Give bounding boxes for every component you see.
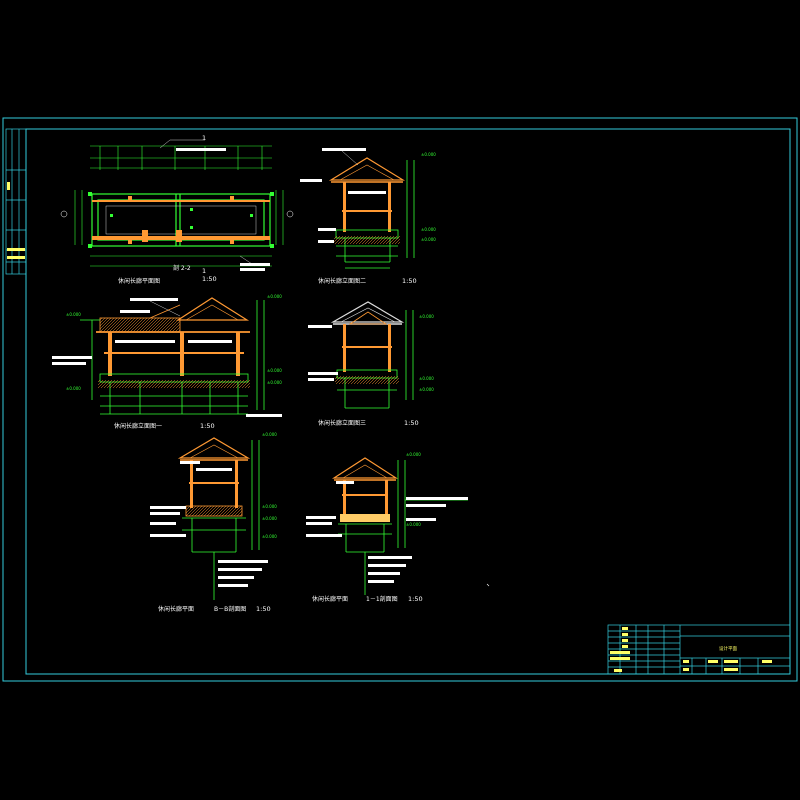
- elev-a-level-top: ±0.000: [421, 152, 436, 157]
- plan-caption: 休闲长廊平面图: [118, 277, 160, 285]
- title-block: 设计平面: [607, 624, 791, 675]
- elevation-c: ±0.000 ±0.000 ±0.000 休闲长廊立面图三 1:50: [308, 301, 434, 427]
- elev-b-level-mid: ±0.000: [267, 368, 282, 373]
- sect-a-level-mid: ±0.000: [406, 522, 421, 527]
- elevation-b: ±0.000 ±0.000 ±0.000 ±0.000 ±0.000 休闲长廊立…: [52, 294, 282, 430]
- elev-a-level-mid: ±0.000: [421, 227, 436, 232]
- elev-c-scale: 1:50: [404, 419, 419, 427]
- elev-b-level-base: ±0.000: [267, 380, 282, 385]
- sect-b-level-base: ±0.000: [262, 516, 277, 521]
- plan-scale: 1:50: [202, 275, 217, 283]
- axis-tag-bottom: 1: [202, 267, 206, 275]
- plan-section-tag: 剖 2-2: [173, 264, 191, 272]
- section-b: ±0.000 ±0.000 ±0.000 ±0.000 休闲长廊平面 B－B剖面…: [150, 432, 277, 613]
- axis-tag-top: 1: [202, 134, 206, 142]
- elev-a-level-base: ±0.000: [421, 237, 436, 242]
- sheet-border: [2, 117, 798, 682]
- sect-a-label: 1－1剖面图: [366, 595, 398, 603]
- section-a: ±0.000 ±0.000 休闲长廊平面 1－1剖面图 1:50: [306, 452, 468, 603]
- plan-view: 1 1 剖 2-2 休闲长廊平面图 1:50: [60, 134, 294, 285]
- cursor-mark: [486, 583, 490, 587]
- elev-c-level-mid: ±0.000: [419, 376, 434, 381]
- elev-c-level-base: ±0.000: [419, 387, 434, 392]
- elev-b-level-left: ±0.000: [66, 312, 81, 317]
- elev-a-caption: 休闲长廊立面图二: [318, 277, 366, 285]
- binding-strip: [5, 128, 27, 275]
- sect-b-level-ground: ±0.000: [262, 534, 277, 539]
- elev-c-level-top: ±0.000: [419, 314, 434, 319]
- elev-c-caption: 休闲长廊立面图三: [318, 419, 366, 427]
- elev-a-scale: 1:50: [402, 277, 417, 285]
- elev-b-level-ground: ±0.000: [66, 386, 81, 391]
- elev-b-scale: 1:50: [200, 422, 215, 430]
- sect-b-level-top: ±0.000: [262, 432, 277, 437]
- sect-b-scale: 1:50: [256, 605, 271, 613]
- sect-a-level-top: ±0.000: [406, 452, 421, 457]
- sect-b-label: B－B剖面图: [214, 605, 246, 613]
- sect-b-caption: 休闲长廊平面: [158, 605, 194, 613]
- sect-a-caption: 休闲长廊平面: [312, 595, 348, 603]
- elev-b-caption: 休闲长廊立面图一: [114, 422, 162, 430]
- elev-b-level-top: ±0.000: [267, 294, 282, 299]
- title-block-title: 设计平面: [719, 645, 737, 652]
- sect-b-level-mid: ±0.000: [262, 504, 277, 509]
- sect-a-scale: 1:50: [408, 595, 423, 603]
- elevation-a: ±0.000 ±0.000 ±0.000 休闲长廊立面图二 1:50: [300, 148, 436, 285]
